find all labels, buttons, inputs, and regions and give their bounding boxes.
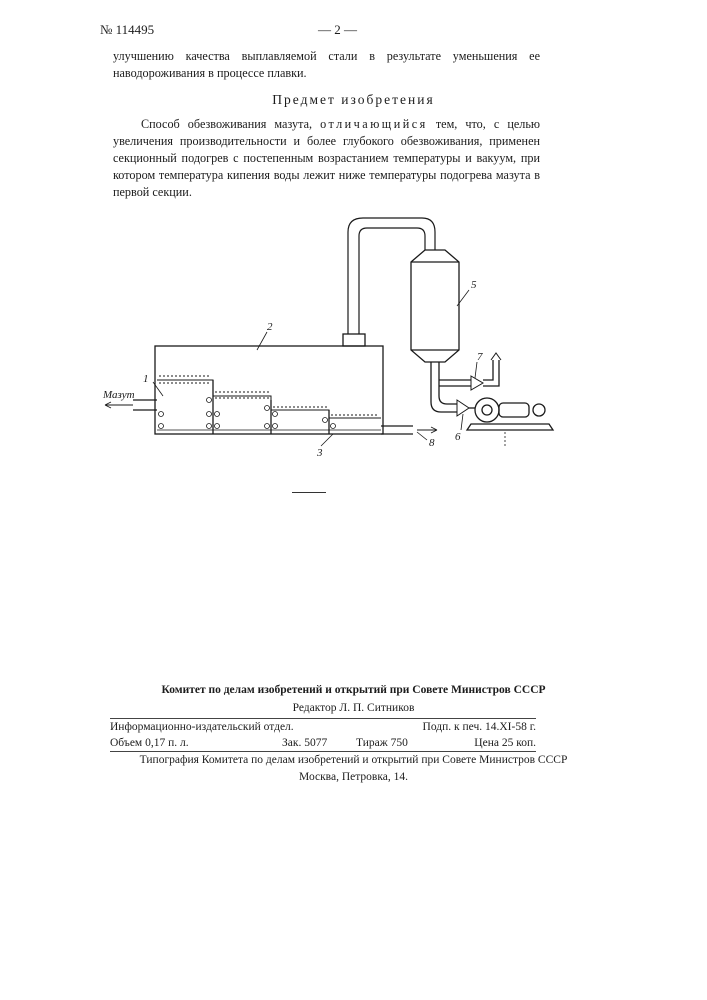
- vacuum-pump: [475, 398, 499, 422]
- imprint-row-1: Информационно-издательский отдел. Подп. …: [110, 718, 536, 735]
- callout-3: 3: [316, 447, 323, 459]
- callout-1: 1: [143, 373, 149, 385]
- pump-motor: [499, 403, 529, 417]
- order-text: Зак. 5077: [282, 737, 327, 749]
- callout-8: 8: [429, 437, 435, 449]
- section-title: Предмет изобретения: [0, 92, 707, 108]
- oil-level: [157, 380, 381, 418]
- inlet-pipe: [133, 400, 157, 410]
- claim-lead: Способ обезвоживания мазута,: [141, 117, 312, 131]
- vapor-pipe: [348, 218, 435, 334]
- vapor-outlet-stub: [343, 334, 365, 346]
- heating-tank: [155, 346, 383, 434]
- price-text: Цена 25 коп.: [474, 737, 536, 749]
- committee-line: Комитет по делам изобретений и открытий …: [0, 684, 707, 696]
- page-marker: — 2 —: [318, 22, 357, 38]
- typography-line-1: Типография Комитета по делам изобретений…: [0, 752, 707, 769]
- callout-6: 6: [455, 431, 461, 443]
- outlet-pipe: [381, 426, 413, 434]
- process-diagram: Мазут 1 2 3 5 6 7 8: [95, 210, 555, 470]
- callout-5: 5: [471, 279, 477, 291]
- dept-text: Информационно-издательский отдел.: [110, 721, 294, 733]
- imprint-row-2: Объем 0,17 п. л. Зак. 5077 Тираж 750 Цен…: [110, 735, 536, 751]
- patent-number: № 114495: [100, 22, 154, 38]
- claim-paragraph: Способ обезвоживания мазута, отличающийс…: [113, 116, 540, 201]
- claim-emphasis: отличающийся: [320, 117, 428, 131]
- editor-line: Редактор Л. П. Ситников: [0, 702, 707, 714]
- typography-line-2: Москва, Петровка, 14.: [0, 769, 707, 786]
- inlet-label: Мазут: [102, 389, 135, 401]
- separator-rule: [292, 492, 326, 493]
- separator-vessel: [411, 250, 459, 362]
- volume-text: Объем 0,17 п. л.: [110, 737, 189, 749]
- print-run-text: Тираж 750: [356, 737, 408, 749]
- continued-paragraph: улучшению качества выплавляемой стали в …: [113, 48, 540, 82]
- typography-block: Типография Комитета по делам изобретений…: [0, 752, 707, 786]
- callout-2: 2: [267, 321, 273, 333]
- pump-base: [467, 424, 553, 430]
- sign-date-text: Подп. к печ. 14.XI-58 г.: [423, 721, 536, 733]
- callout-7: 7: [477, 351, 483, 363]
